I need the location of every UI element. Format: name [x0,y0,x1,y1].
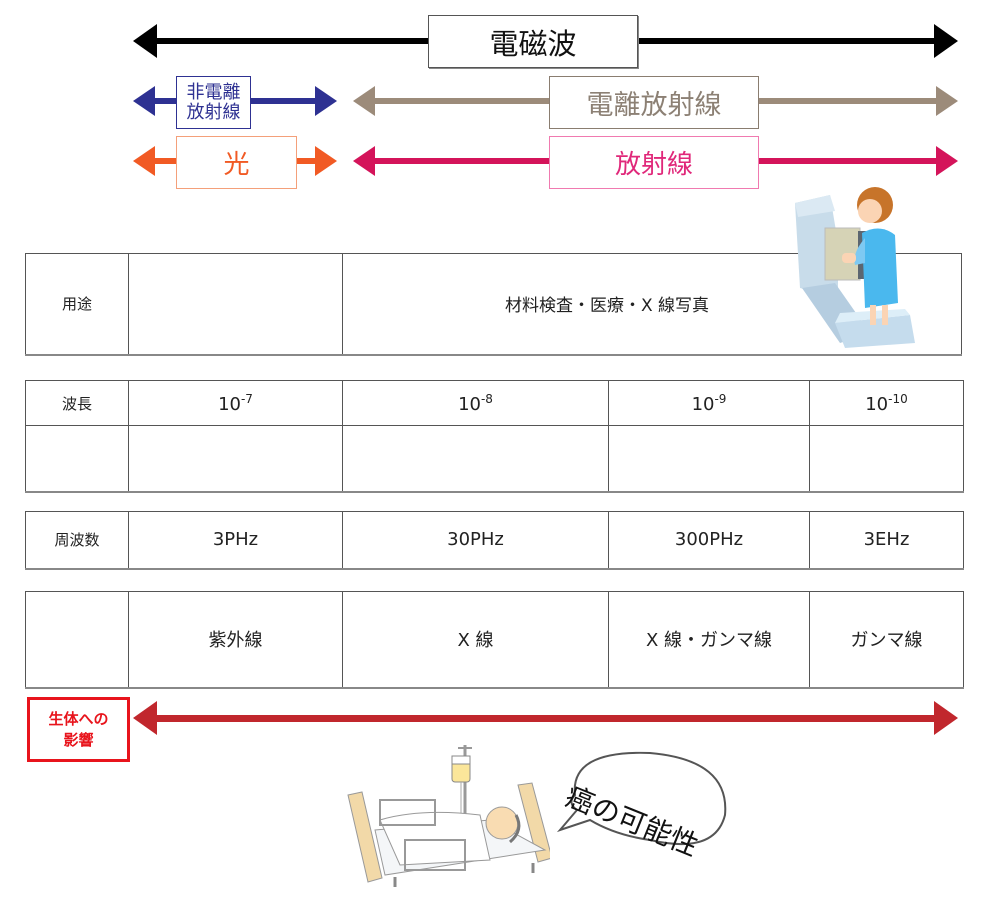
wavelength-empty-cell [128,425,343,493]
frequency-value: 3EHz [809,511,964,570]
wavelength-value: 10-8 [342,380,609,426]
ionizing-radiation-label: 電離放射線 [549,76,759,129]
xray-patient-illustration [795,187,915,348]
usage-header: 用途 [25,253,129,356]
wavelength-exponent: -8 [480,391,493,406]
wavelength-empty-cell [608,425,810,493]
table-row: 用途 材料検査・医療・X 線写真 [25,253,962,356]
frequency-value: 30PHz [342,511,609,570]
wavelength-base: 10 [458,393,481,415]
wavelength-header: 波長 [25,380,129,426]
frequency-header: 周波数 [25,511,129,570]
light-label: 光 [176,136,297,189]
radiation-type: ガンマ線 [809,591,964,689]
table-row [25,425,964,493]
wavelength-base: 10 [218,393,241,415]
radiation-type: X 線 [342,591,609,689]
hospital-bed-patient-illustration [347,745,550,887]
wavelength-base: 10 [865,393,889,415]
wavelength-exponent: -9 [714,391,727,406]
wavelength-empty-cell [342,425,609,493]
speech-bubble [556,751,727,846]
wavelength-value: 10-9 [608,380,810,426]
non-ionizing-label-line2: 放射線 [186,101,241,123]
usage-table: 用途 材料検査・医療・X 線写真 [25,253,962,356]
bio-effect-line2: 影響 [63,730,94,749]
frequency-table: 周波数 3PHz 30PHz 300PHz 3EHz [25,511,964,570]
frequency-value: 300PHz [608,511,810,570]
wavelength-table: 波長 10-7 10-8 10-9 10-10 [25,380,964,493]
non-ionizing-label-line1: 非電離 [186,81,241,103]
radiation-type: X 線・ガンマ線 [608,591,810,689]
wavelength-empty-cell [25,425,129,493]
table-row: 波長 10-7 10-8 10-9 10-10 [25,380,964,426]
bio-effect-label: 生体への 影響 [27,697,130,762]
bio-effect-line1: 生体への [48,709,109,728]
usage-cell [128,253,343,356]
wavelength-exponent: -10 [888,391,908,406]
bio-effect-arrow [133,701,958,735]
wavelength-value: 10-7 [128,380,343,426]
wavelength-exponent: -7 [240,391,253,406]
electromagnetic-wave-label: 電磁波 [428,15,638,68]
table-row: 周波数 3PHz 30PHz 300PHz 3EHz [25,511,964,570]
type-header [25,591,129,689]
wavelength-value: 10-10 [809,380,964,426]
table-row: 紫外線 X 線 X 線・ガンマ線 ガンマ線 [25,591,964,689]
wavelength-base: 10 [691,393,715,415]
usage-text: 材料検査・医療・X 線写真 [504,296,710,317]
frequency-value: 3PHz [128,511,343,570]
radiation-label: 放射線 [549,136,759,189]
wavelength-empty-cell [809,425,964,493]
radiation-type: 紫外線 [128,591,343,689]
non-ionizing-radiation-label: 非電離 放射線 [176,76,251,129]
radiation-type-table: 紫外線 X 線 X 線・ガンマ線 ガンマ線 [25,591,964,689]
